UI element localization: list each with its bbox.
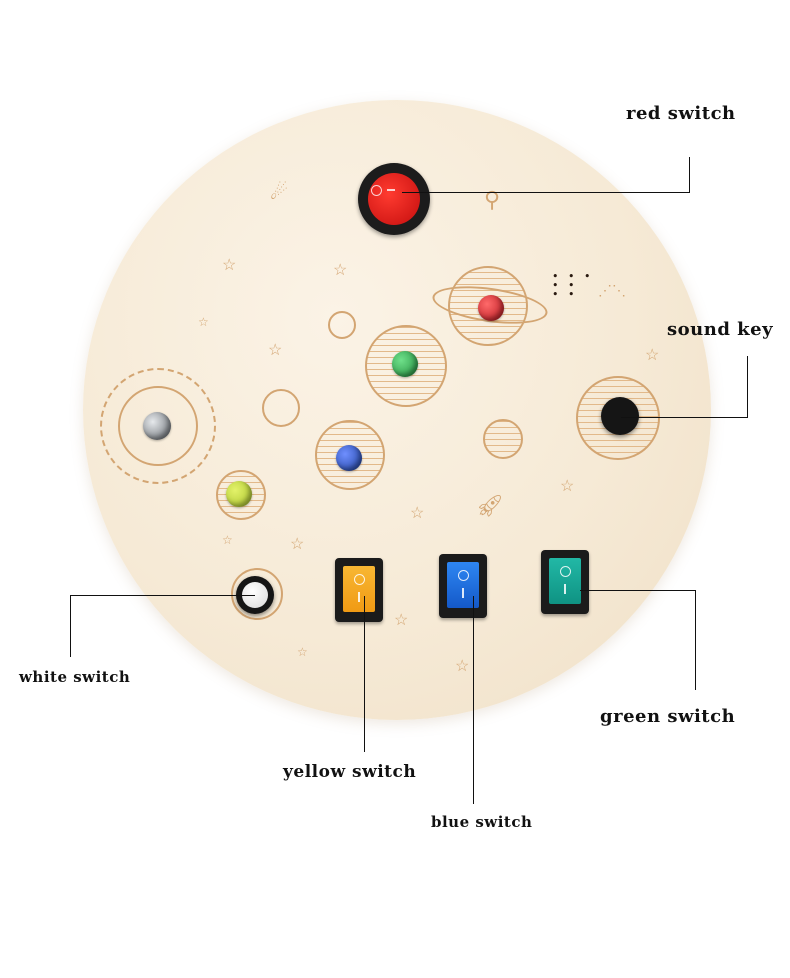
white-switch-label: white switch [19, 668, 131, 686]
red-switch-leader-line [402, 192, 690, 193]
satellite-icon: ⚲ [484, 188, 501, 213]
sound-key-leader-line [621, 417, 748, 418]
on-mark-icon [387, 189, 395, 191]
off-mark-icon [560, 566, 571, 577]
on-mark-icon [462, 588, 464, 598]
blue-switch[interactable] [439, 554, 487, 618]
sound-key-label: sound key [667, 319, 774, 340]
on-mark-icon [564, 584, 566, 594]
rocket-icon: 🚀︎ [476, 494, 504, 519]
off-mark-icon [371, 185, 382, 196]
yellow-switch[interactable] [335, 558, 383, 622]
blue-switch-rocker[interactable] [447, 562, 479, 608]
sound-key-button[interactable] [601, 397, 639, 435]
speaker-holes-icon: • • •• •• • [552, 270, 594, 301]
yellow-green-led [226, 481, 252, 507]
yellow-switch-rocker[interactable] [343, 566, 375, 612]
yellow-switch-label: yellow switch [283, 762, 417, 782]
moon-engraving [328, 311, 356, 339]
white-switch-leader-line [70, 595, 71, 657]
green-switch-leader-line [580, 590, 696, 591]
off-mark-icon [458, 570, 469, 581]
button-ring-engraving [231, 568, 283, 620]
star-icon: ☆ [222, 533, 233, 547]
clear-led [143, 412, 171, 440]
red-switch[interactable] [358, 163, 430, 235]
sun-core-engraving [118, 386, 198, 466]
star-icon: ☆ [410, 503, 425, 522]
green-switch-rocker[interactable] [549, 558, 581, 604]
star-icon: ☆ [297, 645, 308, 659]
sun-engraving [100, 368, 216, 484]
blue-led [336, 445, 362, 471]
comet-icon: ☄ [270, 180, 288, 204]
moon-engraving [262, 389, 300, 427]
blue-switch-label: blue switch [431, 813, 533, 831]
green-switch[interactable] [541, 550, 589, 614]
star-icon: ☆ [222, 255, 237, 274]
star-icon: ☆ [333, 260, 348, 279]
red-switch-leader-line [689, 157, 690, 193]
star-icon: ☆ [394, 610, 409, 629]
red-led [478, 295, 504, 321]
red-switch-label: red switch [626, 103, 736, 124]
red-switch-rocker[interactable] [368, 173, 420, 225]
star-icon: ☆ [645, 345, 660, 364]
star-icon: ☆ [560, 476, 575, 495]
green-led [392, 351, 418, 377]
blue-switch-leader-line [473, 596, 474, 804]
star-icon: ☆ [268, 340, 283, 359]
planet-engraving [483, 419, 523, 459]
constellation-icon: ⋰⋱ [598, 283, 626, 299]
green-switch-leader-line [695, 590, 696, 690]
yellow-switch-leader-line [364, 596, 365, 752]
star-icon: ☆ [198, 315, 209, 329]
star-icon: ☆ [455, 656, 470, 675]
sound-key-leader-line [747, 356, 748, 418]
off-mark-icon [354, 574, 365, 585]
star-icon: ☆ [290, 534, 305, 553]
green-switch-label: green switch [600, 706, 736, 727]
on-mark-icon [358, 592, 360, 602]
white-switch-leader-line [70, 595, 255, 596]
